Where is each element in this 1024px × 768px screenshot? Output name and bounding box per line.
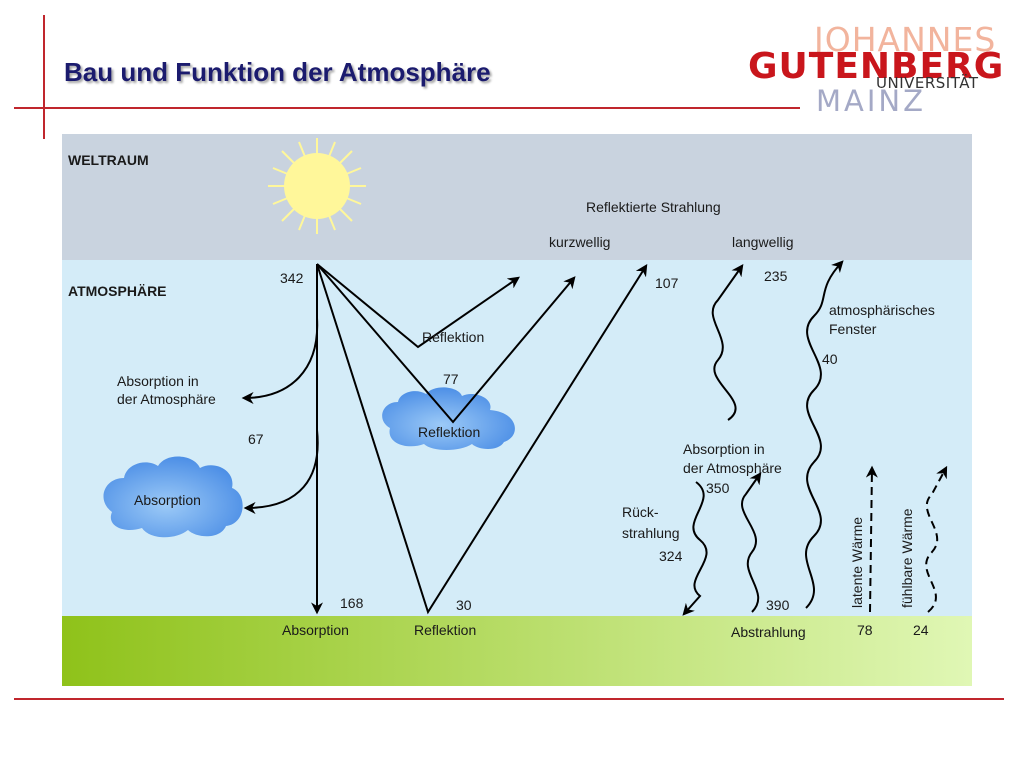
- logo-line-gutenberg: GUTENBERG: [748, 46, 1005, 87]
- shortwave-label: kurzwellig: [549, 234, 610, 250]
- arrow-longwave-out: [711, 264, 744, 421]
- absorbed-atmosphere-value: 350: [706, 480, 730, 496]
- arrow-reflection-ground: [316, 263, 648, 615]
- absorption-atmosphere-right-label-2: der Atmosphäre: [683, 460, 782, 476]
- absorption-atmosphere-value: 67: [248, 431, 264, 447]
- cloud-reflection-label: Reflektion: [418, 424, 480, 440]
- ground-emission-label: Abstrahlung: [731, 624, 806, 640]
- arrow-latent-heat: [865, 465, 878, 613]
- arrow-sensible-heat: [925, 465, 948, 613]
- reflection-label: Reflektion: [422, 329, 484, 345]
- surface-emission-value: 390: [766, 597, 790, 613]
- atmospheric-window-label-1: atmosphärisches: [829, 302, 935, 318]
- reflection-value: 77: [443, 371, 459, 387]
- arrow-atmospheric-window: [805, 260, 844, 609]
- zone-label-atmosphere: ATMOSPHÄRE: [68, 283, 167, 299]
- back-radiation-label-2: strahlung: [622, 525, 680, 541]
- longwave-label: langwellig: [732, 234, 793, 250]
- arrow-absorption-cloud: [243, 429, 319, 514]
- ground-zone: [62, 616, 972, 686]
- page-title: Bau und Funktion der Atmosphäre: [64, 57, 491, 87]
- absorption-atmosphere-right-label-1: Absorption in: [683, 441, 765, 457]
- arrow-surface-absorbed: [741, 472, 762, 613]
- sensible-heat-value: 24: [913, 622, 929, 638]
- sun-icon: [268, 138, 366, 234]
- latent-heat-label: latente Wärme: [849, 517, 865, 608]
- incoming-value: 342: [280, 270, 304, 286]
- longwave-out-value: 235: [764, 268, 788, 284]
- logo-line-johannes: JOHANNES: [814, 20, 997, 59]
- arrow-absorption-atmosphere: [241, 317, 319, 404]
- arrow-reflection-cloud: [316, 263, 576, 424]
- arrow-reflection-atmosphere: [316, 263, 520, 349]
- sensible-heat-label: fühlbare Wärme: [899, 508, 915, 608]
- ground-absorption-label: Absorption: [282, 622, 349, 638]
- logo-line-mainz: MAINZ: [816, 84, 926, 118]
- title-rule: [14, 107, 800, 109]
- zone-label-space: WELTRAUM: [68, 152, 149, 168]
- arrow-back-radiation: [682, 481, 708, 616]
- vertical-rule: [43, 15, 45, 139]
- logo-line-universitaet: UNIVERSITÄT: [876, 74, 979, 92]
- reflected-total-value: 107: [655, 275, 679, 291]
- absorption-atmosphere-label-1: Absorption in: [117, 373, 199, 389]
- reflected-radiation-header: Reflektierte Strahlung: [586, 199, 721, 215]
- ground-reflection-label: Reflektion: [414, 622, 476, 638]
- footer-rule: [14, 698, 1004, 700]
- back-radiation-value: 324: [659, 548, 683, 564]
- cloud-reflection-icon: [382, 387, 515, 450]
- space-zone: [62, 134, 972, 260]
- university-logo: JOHANNES MAINZ GUTENBERG UNIVERSITÄT: [748, 20, 1010, 118]
- absorption-atmosphere-label-2: der Atmosphäre: [117, 391, 216, 407]
- back-radiation-label-1: Rück-: [622, 504, 659, 520]
- ground-reflected-value: 30: [456, 597, 472, 613]
- cloud-absorption-icon: [103, 456, 243, 538]
- atmosphere-zone: [62, 260, 972, 616]
- atmospheric-window-label-2: Fenster: [829, 321, 877, 337]
- atmospheric-window-value: 40: [822, 351, 838, 367]
- ground-absorbed-value: 168: [340, 595, 364, 611]
- cloud-absorption-label: Absorption: [134, 492, 201, 508]
- latent-heat-value: 78: [857, 622, 873, 638]
